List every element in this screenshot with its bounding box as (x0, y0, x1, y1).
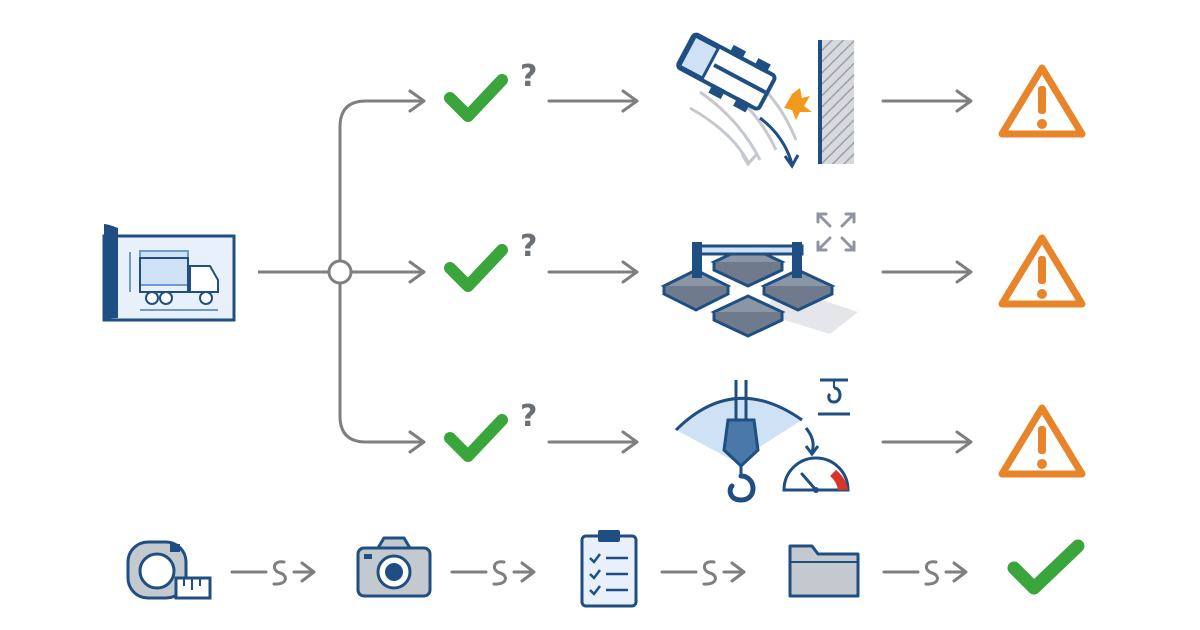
truck-skid-collision-icon (676, 32, 854, 169)
branch-connector (258, 89, 426, 454)
warning-triangle-icon (1002, 238, 1082, 304)
arrow-to-scenario (547, 260, 639, 284)
tape-measure-icon (126, 540, 212, 600)
workflow-arrow (882, 560, 968, 586)
arrow-to-result (881, 89, 973, 113)
outrigger-pads-icon (660, 212, 858, 338)
workflow-arrow (230, 560, 316, 586)
check-question-icon: ? (450, 229, 537, 286)
check-question-icon: ? (450, 59, 537, 116)
question-mark: ? (520, 399, 537, 434)
arrow-to-result (881, 260, 973, 284)
question-mark: ? (520, 229, 537, 264)
camera-icon (356, 536, 432, 598)
folder-icon (788, 544, 860, 598)
arrow-to-scenario (547, 430, 639, 454)
arrow-to-scenario (547, 89, 639, 113)
checklist-clipboard-icon (580, 530, 638, 608)
crane-hook-load-gauge-icon (674, 378, 850, 503)
warning-triangle-icon (1002, 408, 1082, 474)
question-mark: ? (520, 59, 537, 94)
branch-3: ? (450, 378, 1082, 503)
check-question-icon: ? (450, 399, 537, 456)
truck-blueprint-icon (102, 224, 236, 322)
branch-node (327, 259, 353, 285)
branch-1: ? (450, 32, 1082, 169)
warning-triangle-icon (1002, 68, 1082, 134)
workflow-row (126, 530, 1085, 608)
workflow-arrow (660, 560, 746, 586)
arrow-to-result (881, 430, 973, 454)
workflow-arrow (450, 560, 536, 586)
branch-2: ? (450, 212, 1082, 338)
checkmark-icon (1007, 539, 1085, 595)
